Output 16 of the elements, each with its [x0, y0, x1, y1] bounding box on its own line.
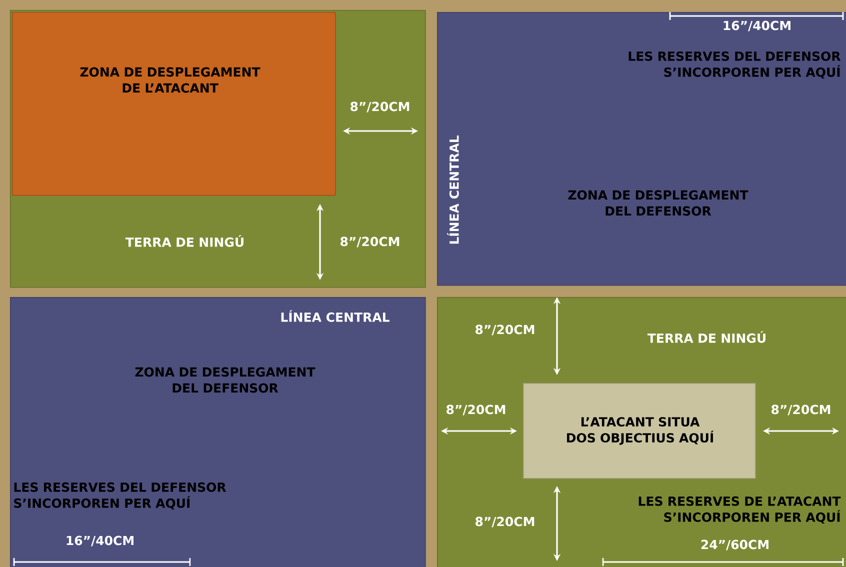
dimension-label: 24”/60CM	[701, 540, 768, 550]
line-label: LÍNEA CENTRAL	[447, 136, 459, 244]
dimension-label: 16”/40CM	[724, 20, 790, 32]
dimension-label: 8”/20CM	[476, 324, 534, 336]
note: LES RESERVES DE L’ATACANT S’INCORPOREN PER AQUÍ	[638, 496, 841, 524]
note: LES RESERVES DEL DEFENSOR S’INCORPOREN PER AQUÍ	[14, 482, 226, 510]
dimension-label: 8”/20CM	[446, 404, 506, 416]
objective-box: L’ATACANT SITUA DOS OBJECTIUS AQUÍ	[523, 383, 756, 479]
dimension-label: 8”/20CM	[476, 516, 534, 528]
dimension-label: 8”/20CM	[772, 404, 830, 416]
note: LES RESERVES DEL DEFENSOR S’INCORPOREN PER AQUÍ	[628, 51, 840, 79]
dimension-label: 8”/20CM	[350, 102, 410, 112]
deployment-zone: ZONA DE DESPLEGAMENT DE L’ATACANT	[12, 12, 336, 196]
line-label: LÍNEA CENTRAL	[281, 310, 390, 322]
dimension-label: 16”/40CM	[66, 536, 134, 546]
dimension-label: 8”/20CM	[340, 236, 400, 248]
